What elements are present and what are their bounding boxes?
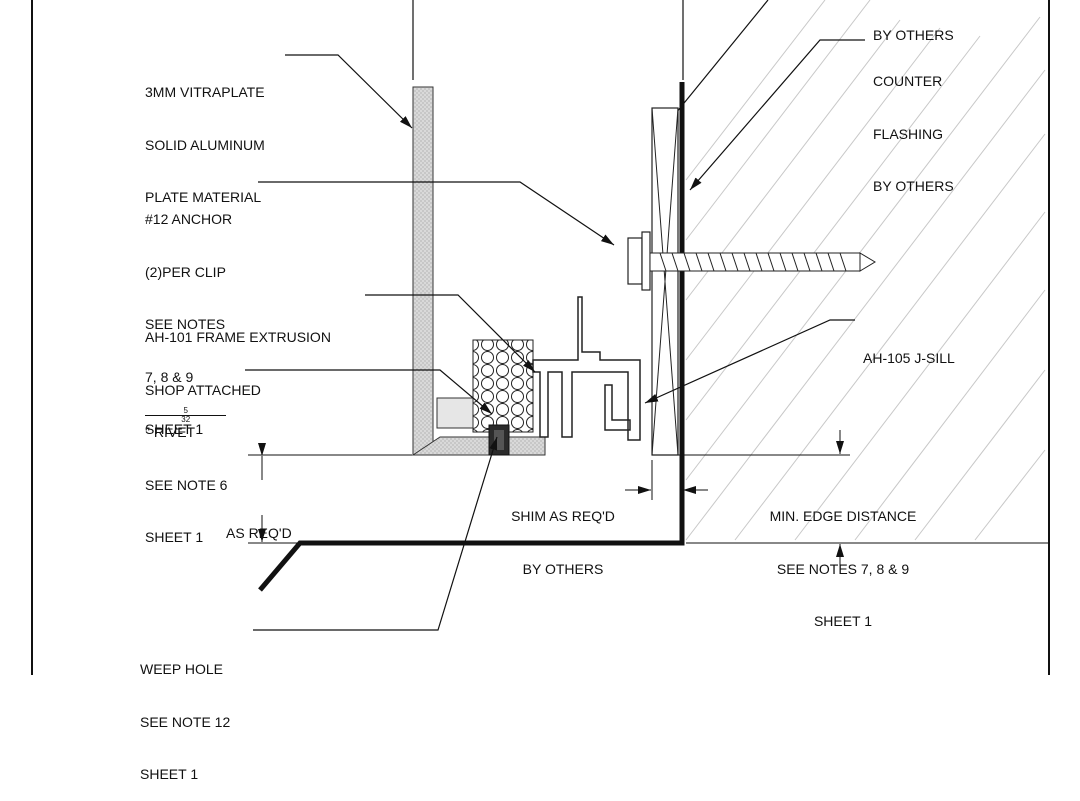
leader-weep-hole [253, 436, 498, 631]
anchor-screw [627, 231, 876, 291]
inner-block [436, 397, 474, 429]
min-edge-label: MIN. EDGE DISTANCE SEE NOTES 7, 8 & 9 SH… [769, 508, 917, 629]
leader-counter-flashing [689, 39, 865, 191]
dimension-as-reqd [248, 443, 412, 544]
anchor-label: #12 ANCHOR (2)PER CLIP SEE NOTES 7, 8 & … [145, 211, 233, 437]
counter-flashing-label: COUNTER FLASHING BY OTHERS [873, 73, 954, 194]
honeycomb-core [472, 339, 534, 433]
dimension-min-edge [652, 430, 850, 565]
as-reqd-label: AS REQ'D [226, 525, 292, 541]
leader-vitraplate [285, 54, 413, 129]
frame-extrusion [532, 296, 641, 441]
shim-label: SHIM AS REQ'D BY OTHERS [511, 508, 615, 577]
dimension-shim [625, 460, 708, 500]
leader-rivet [245, 369, 493, 415]
by-others-top-label: BY OTHERS [873, 27, 954, 43]
jsill-label: AH-105 J-SILL [863, 350, 955, 366]
leader-frame-extrusion [365, 294, 536, 373]
weep-hole-label: WEEP HOLE SEE NOTE 12 SHEET 1 [140, 661, 231, 782]
vitraplate-panel [412, 86, 434, 456]
vitraplate-label: 3MM VITRAPLATE SOLID ALUMINUM PLATE MATE… [145, 84, 265, 205]
counter-flashing-membrane [258, 82, 685, 592]
frame-extrusion-label: AH-101 FRAME EXTRUSION SHOP ATTACHED [145, 329, 331, 398]
leader-anchor [258, 181, 615, 246]
leader-jsill [644, 319, 855, 404]
sill-section-drawing [31, 0, 1050, 675]
